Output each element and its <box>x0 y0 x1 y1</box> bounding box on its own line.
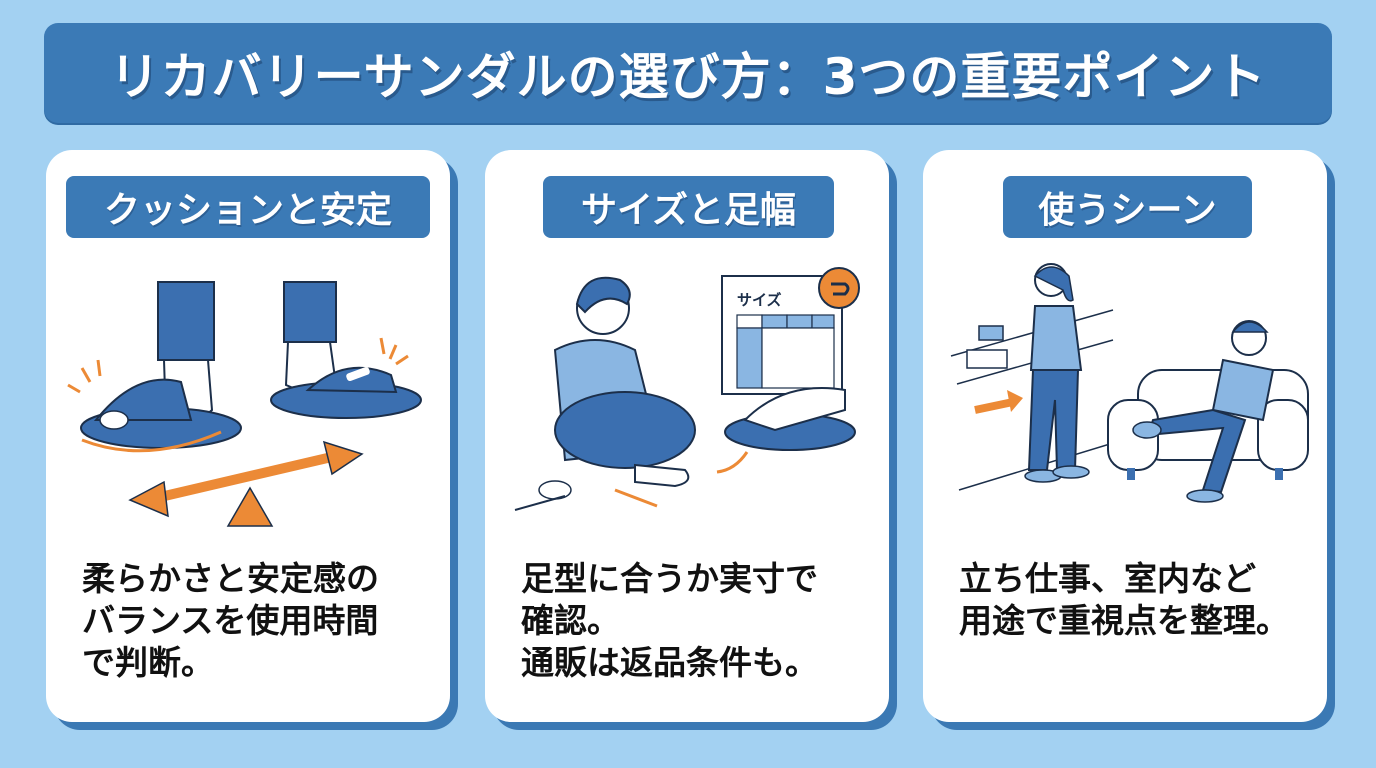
card-cushion-stability: クッションと安定 柔らかさと安定感の バランスを使用時間 で判断。 <box>46 150 450 722</box>
card-description: 足型に合うか実寸で 確認。 通販は返品条件も。 <box>521 559 818 682</box>
card-usage-scene: 使うシーン 立ち仕事、室内など 用途で重視点を整理。 <box>923 150 1327 722</box>
card-heading: クッションと安定 <box>103 190 392 231</box>
usage-scene-illustration <box>950 263 1309 503</box>
sandals-balance-icon <box>67 281 422 527</box>
card-heading-box: 使うシーン <box>1003 176 1252 238</box>
card-heading-box: クッションと安定 <box>66 176 430 238</box>
card-description: 柔らかさと安定感の バランスを使用時間 で判断。 <box>82 559 379 682</box>
card-heading-box: サイズと足幅 <box>543 176 834 238</box>
size-chart-label: サイズ <box>737 291 782 309</box>
card-size-width: サイズと足幅 サイズ 足型に合うか実寸で 確認。 通販は返品条件も。 <box>485 150 889 722</box>
card-description: 立ち仕事、室内など 用途で重視点を整理。 <box>959 559 1289 640</box>
card-heading: サイズと足幅 <box>581 190 796 231</box>
card-heading: 使うシーン <box>1038 190 1217 231</box>
title-banner: リカバリーサンダルの選び方：3つの重要ポイント <box>44 23 1332 123</box>
measuring-foot-illustration: サイズ <box>514 267 860 511</box>
page-title: リカバリーサンダルの選び方：3つの重要ポイント <box>109 48 1267 106</box>
return-icon <box>818 267 860 309</box>
